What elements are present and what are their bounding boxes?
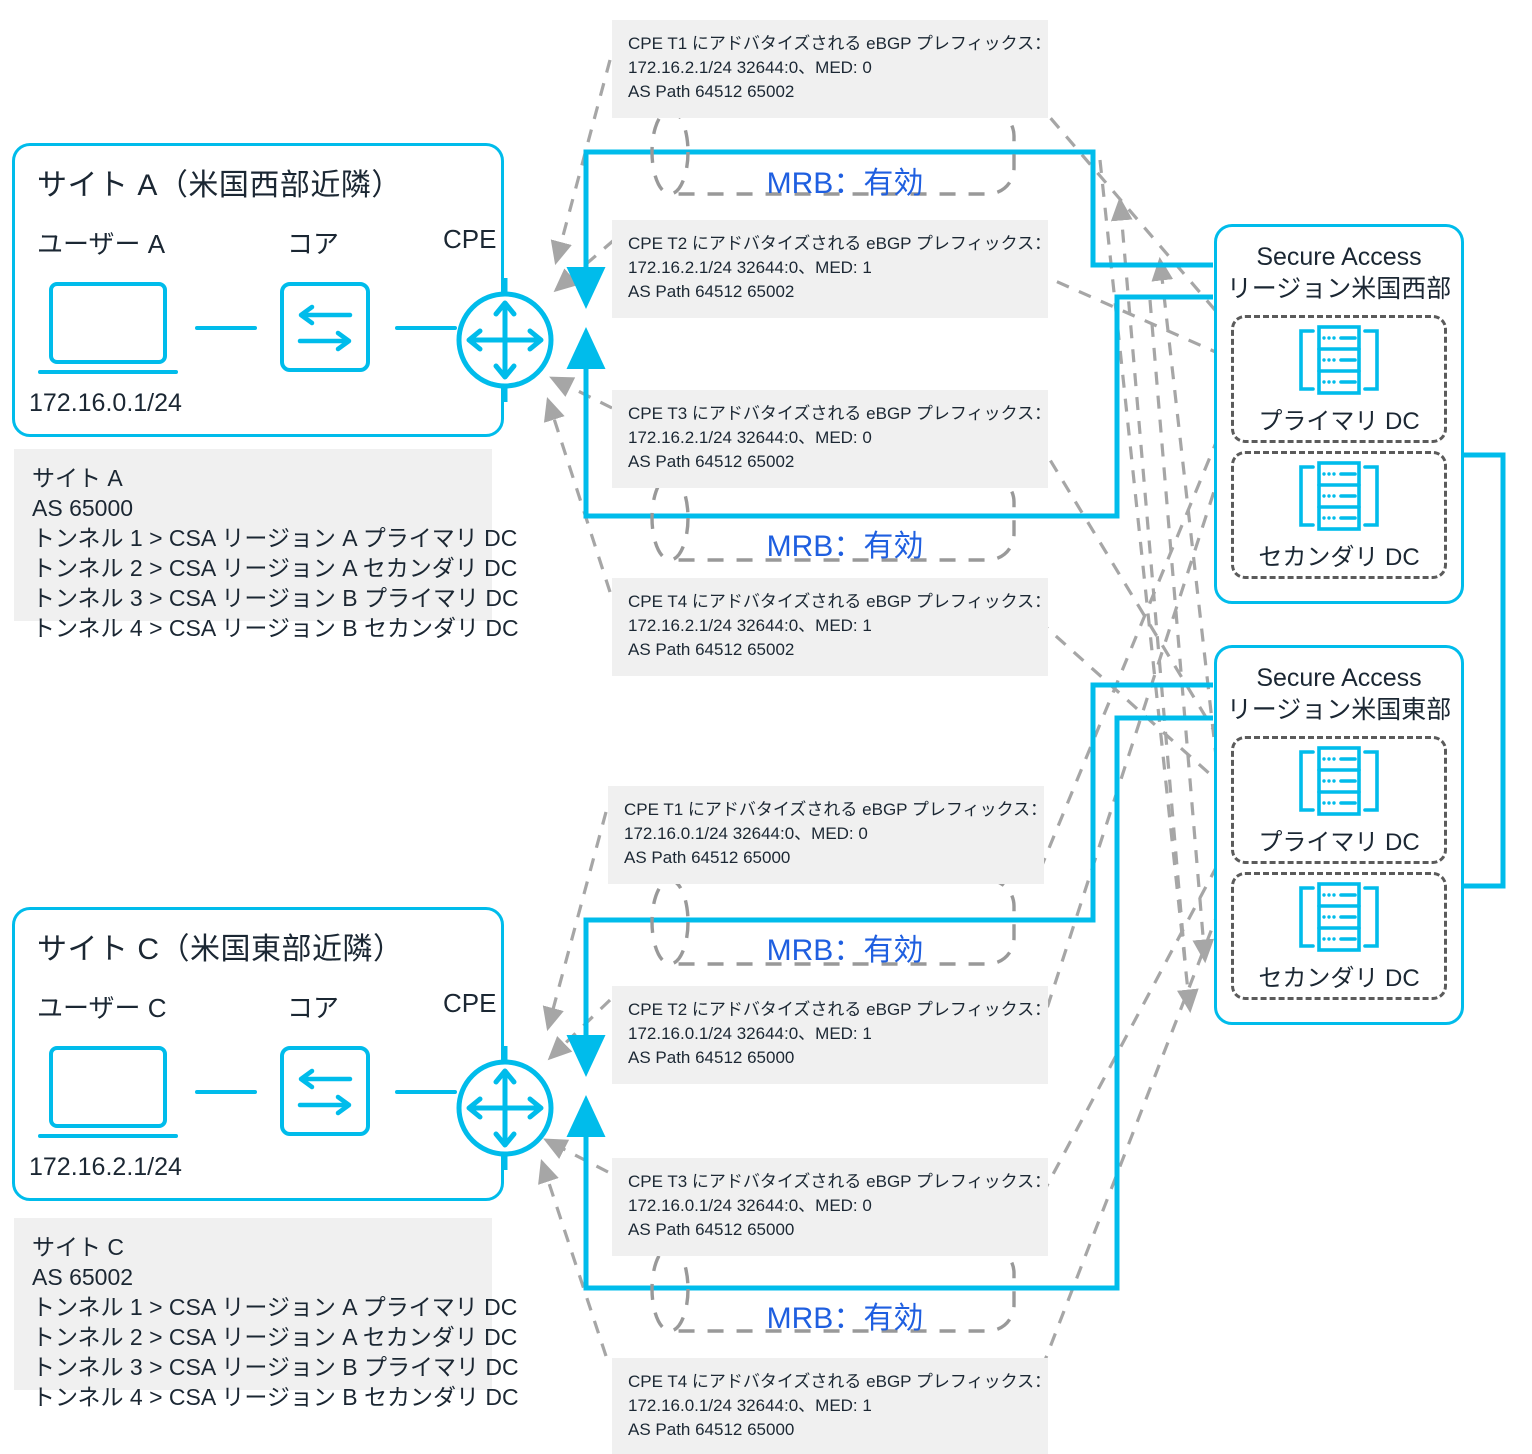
prefix-value: 172.16.0.1/24 32644:0、MED: 1	[628, 1396, 872, 1415]
prefix-title: CPE T3 にアドバタイズされる eBGP プレフィックス：	[628, 404, 1052, 423]
prefix-value: 172.16.2.1/24 32644:0、MED: 0	[628, 428, 872, 447]
site-a-user-label: ユーザー A	[37, 229, 166, 259]
laptop-icon	[38, 282, 178, 374]
site-c-tunnel-3: トンネル 3 > CSA リージョン B プライマリ DC	[32, 1354, 519, 1380]
prefix-title: CPE T3 にアドバタイズされる eBGP プレフィックス：	[628, 1172, 1052, 1191]
prefix-aspath: AS Path 64512 65000	[628, 1420, 795, 1439]
prefix-aspath: AS Path 64512 65002	[628, 82, 795, 101]
prefix-title: CPE T2 にアドバタイズされる eBGP プレフィックス：	[628, 234, 1052, 253]
link-core-cpe	[395, 1090, 457, 1094]
prefix-title: CPE T1 にアドバタイズされる eBGP プレフィックス：	[624, 800, 1048, 819]
prefix-box-a-t3: CPE T3 にアドバタイズされる eBGP プレフィックス： 172.16.2…	[612, 390, 1052, 488]
prefix-box-a-t1: CPE T1 にアドバタイズされる eBGP プレフィックス： 172.16.2…	[612, 20, 1052, 118]
site-c-cpe-label: CPE	[443, 988, 497, 1018]
site-c-info-name: サイト C	[32, 1234, 124, 1260]
prefix-value: 172.16.0.1/24 32644:0、MED: 1	[628, 1024, 872, 1043]
region-west-primary-dc-label: プライマリ DC	[1258, 407, 1420, 435]
datacenter-icon	[1299, 745, 1379, 816]
prefix-value: 172.16.2.1/24 32644:0、MED: 1	[628, 258, 872, 277]
tunnel-4-mrb-label: MRB：有効	[766, 1302, 924, 1335]
site-a-info-panel: サイト A AS 65000 トンネル 1 > CSA リージョン A プライマ…	[14, 449, 519, 641]
datacenter-icon	[1299, 324, 1379, 395]
site-a-info-name: サイト A	[32, 465, 123, 491]
region-east-secondary-dc: セカンダリ DC	[1231, 872, 1447, 1000]
link-user-core	[195, 1090, 257, 1094]
link-user-core	[195, 326, 257, 330]
region-west-title-line2: リージョン米国西部	[1226, 275, 1452, 303]
region-east-primary-dc-label: プライマリ DC	[1258, 828, 1420, 856]
site-a-core-label: コア	[287, 229, 340, 259]
prefix-value: 172.16.2.1/24 32644:0、MED: 1	[628, 616, 872, 635]
site-a-cpe-router-icon	[452, 278, 558, 407]
site-a-tunnel-1: トンネル 1 > CSA リージョン A プライマリ DC	[32, 525, 518, 551]
site-a-tunnel-3: トンネル 3 > CSA リージョン B プライマリ DC	[32, 585, 519, 611]
site-a-title: サイト A（米国西部近隣）	[37, 169, 402, 202]
prefix-aspath: AS Path 64512 65002	[628, 640, 795, 659]
bgp-cross-arrows	[1098, 159, 1232, 1014]
prefix-value: 172.16.2.1/24 32644:0、MED: 0	[628, 58, 872, 77]
site-c-cpe-router-icon	[452, 1046, 558, 1175]
prefix-box-c-t2: CPE T2 にアドバタイズされる eBGP プレフィックス： 172.16.0…	[612, 986, 1052, 1084]
prefix-box-c-t1: CPE T1 にアドバタイズされる eBGP プレフィックス： 172.16.0…	[608, 786, 1048, 884]
region-east-primary-dc: プライマリ DC	[1231, 736, 1447, 864]
prefix-aspath: AS Path 64512 65000	[628, 1220, 795, 1239]
site-c-ip: 172.16.2.1/24	[29, 1153, 182, 1181]
region-west-title-line1: Secure Access	[1256, 243, 1422, 271]
datacenter-icon	[1299, 460, 1379, 531]
site-c-title: サイト C（米国東部近隣）	[37, 933, 404, 966]
prefix-title: CPE T1 にアドバタイズされる eBGP プレフィックス：	[628, 34, 1052, 53]
site-c-core-label: コア	[287, 993, 340, 1023]
site-c-container: サイト C（米国東部近隣） ユーザー C コア CPE 172.16.2.1/2…	[12, 907, 504, 1201]
prefix-aspath: AS Path 64512 65002	[628, 282, 795, 301]
prefix-value: 172.16.0.1/24 32644:0、MED: 0	[628, 1196, 872, 1215]
region-west-primary-dc: プライマリ DC	[1231, 315, 1447, 443]
site-a-tunnel-2: トンネル 2 > CSA リージョン A セカンダリ DC	[32, 555, 518, 581]
prefix-box-a-t4: CPE T4 にアドバタイズされる eBGP プレフィックス： 172.16.2…	[612, 578, 1052, 676]
site-a-tunnel-4: トンネル 4 > CSA リージョン B セカンダリ DC	[32, 615, 519, 641]
site-a-ip: 172.16.0.1/24	[29, 389, 182, 417]
site-c-tunnel-2: トンネル 2 > CSA リージョン A セカンダリ DC	[32, 1324, 518, 1350]
region-west-secondary-dc-label: セカンダリ DC	[1258, 543, 1420, 571]
prefix-aspath: AS Path 64512 65000	[624, 848, 791, 867]
region-east-title-line2: リージョン米国東部	[1226, 696, 1452, 724]
region-east-title-line1: Secure Access	[1256, 664, 1422, 692]
prefix-title: CPE T2 にアドバタイズされる eBGP プレフィックス：	[628, 1000, 1052, 1019]
site-c-info-panel: サイト C AS 65002 トンネル 1 > CSA リージョン A プライマ…	[14, 1218, 519, 1410]
prefix-box-c-t3: CPE T3 にアドバタイズされる eBGP プレフィックス： 172.16.0…	[612, 1158, 1052, 1256]
region-west-container: Secure Access リージョン米国西部	[1214, 224, 1464, 604]
prefix-aspath: AS Path 64512 65000	[628, 1048, 795, 1067]
prefix-value: 172.16.0.1/24 32644:0、MED: 0	[624, 824, 868, 843]
region-west-secondary-dc: セカンダリ DC	[1231, 451, 1447, 579]
tunnel-1-mrb-label: MRB：有効	[766, 167, 924, 200]
core-switch-icon	[280, 282, 370, 372]
prefix-aspath: AS Path 64512 65002	[628, 452, 795, 471]
site-a-container: サイト A（米国西部近隣） ユーザー A コア CPE 172.16.0.1/	[12, 143, 504, 437]
region-interlink-bracket	[1463, 452, 1506, 889]
prefix-title: CPE T4 にアドバタイズされる eBGP プレフィックス：	[628, 592, 1052, 611]
site-a-info-as: AS 65000	[32, 495, 134, 521]
datacenter-icon	[1299, 881, 1379, 952]
region-east-container: Secure Access リージョン米国東部	[1214, 645, 1464, 1025]
site-c-tunnel-1: トンネル 1 > CSA リージョン A プライマリ DC	[32, 1294, 518, 1320]
core-switch-icon	[280, 1046, 370, 1136]
tunnel-2-mrb-label: MRB：有効	[766, 530, 924, 563]
site-c-user-label: ユーザー C	[37, 993, 167, 1023]
prefix-box-c-t4: CPE T4 にアドバタイズされる eBGP プレフィックス： 172.16.0…	[612, 1358, 1052, 1454]
link-core-cpe	[395, 326, 457, 330]
tunnel-3-mrb-label: MRB：有効	[766, 934, 924, 967]
prefix-title: CPE T4 にアドバタイズされる eBGP プレフィックス：	[628, 1372, 1052, 1391]
site-a-cpe-label: CPE	[443, 224, 497, 254]
prefix-box-a-t2: CPE T2 にアドバタイズされる eBGP プレフィックス： 172.16.2…	[612, 220, 1052, 318]
region-east-secondary-dc-label: セカンダリ DC	[1258, 964, 1420, 992]
laptop-icon	[38, 1046, 178, 1138]
site-c-info-as: AS 65002	[32, 1264, 134, 1290]
site-c-tunnel-4: トンネル 4 > CSA リージョン B セカンダリ DC	[32, 1384, 519, 1410]
